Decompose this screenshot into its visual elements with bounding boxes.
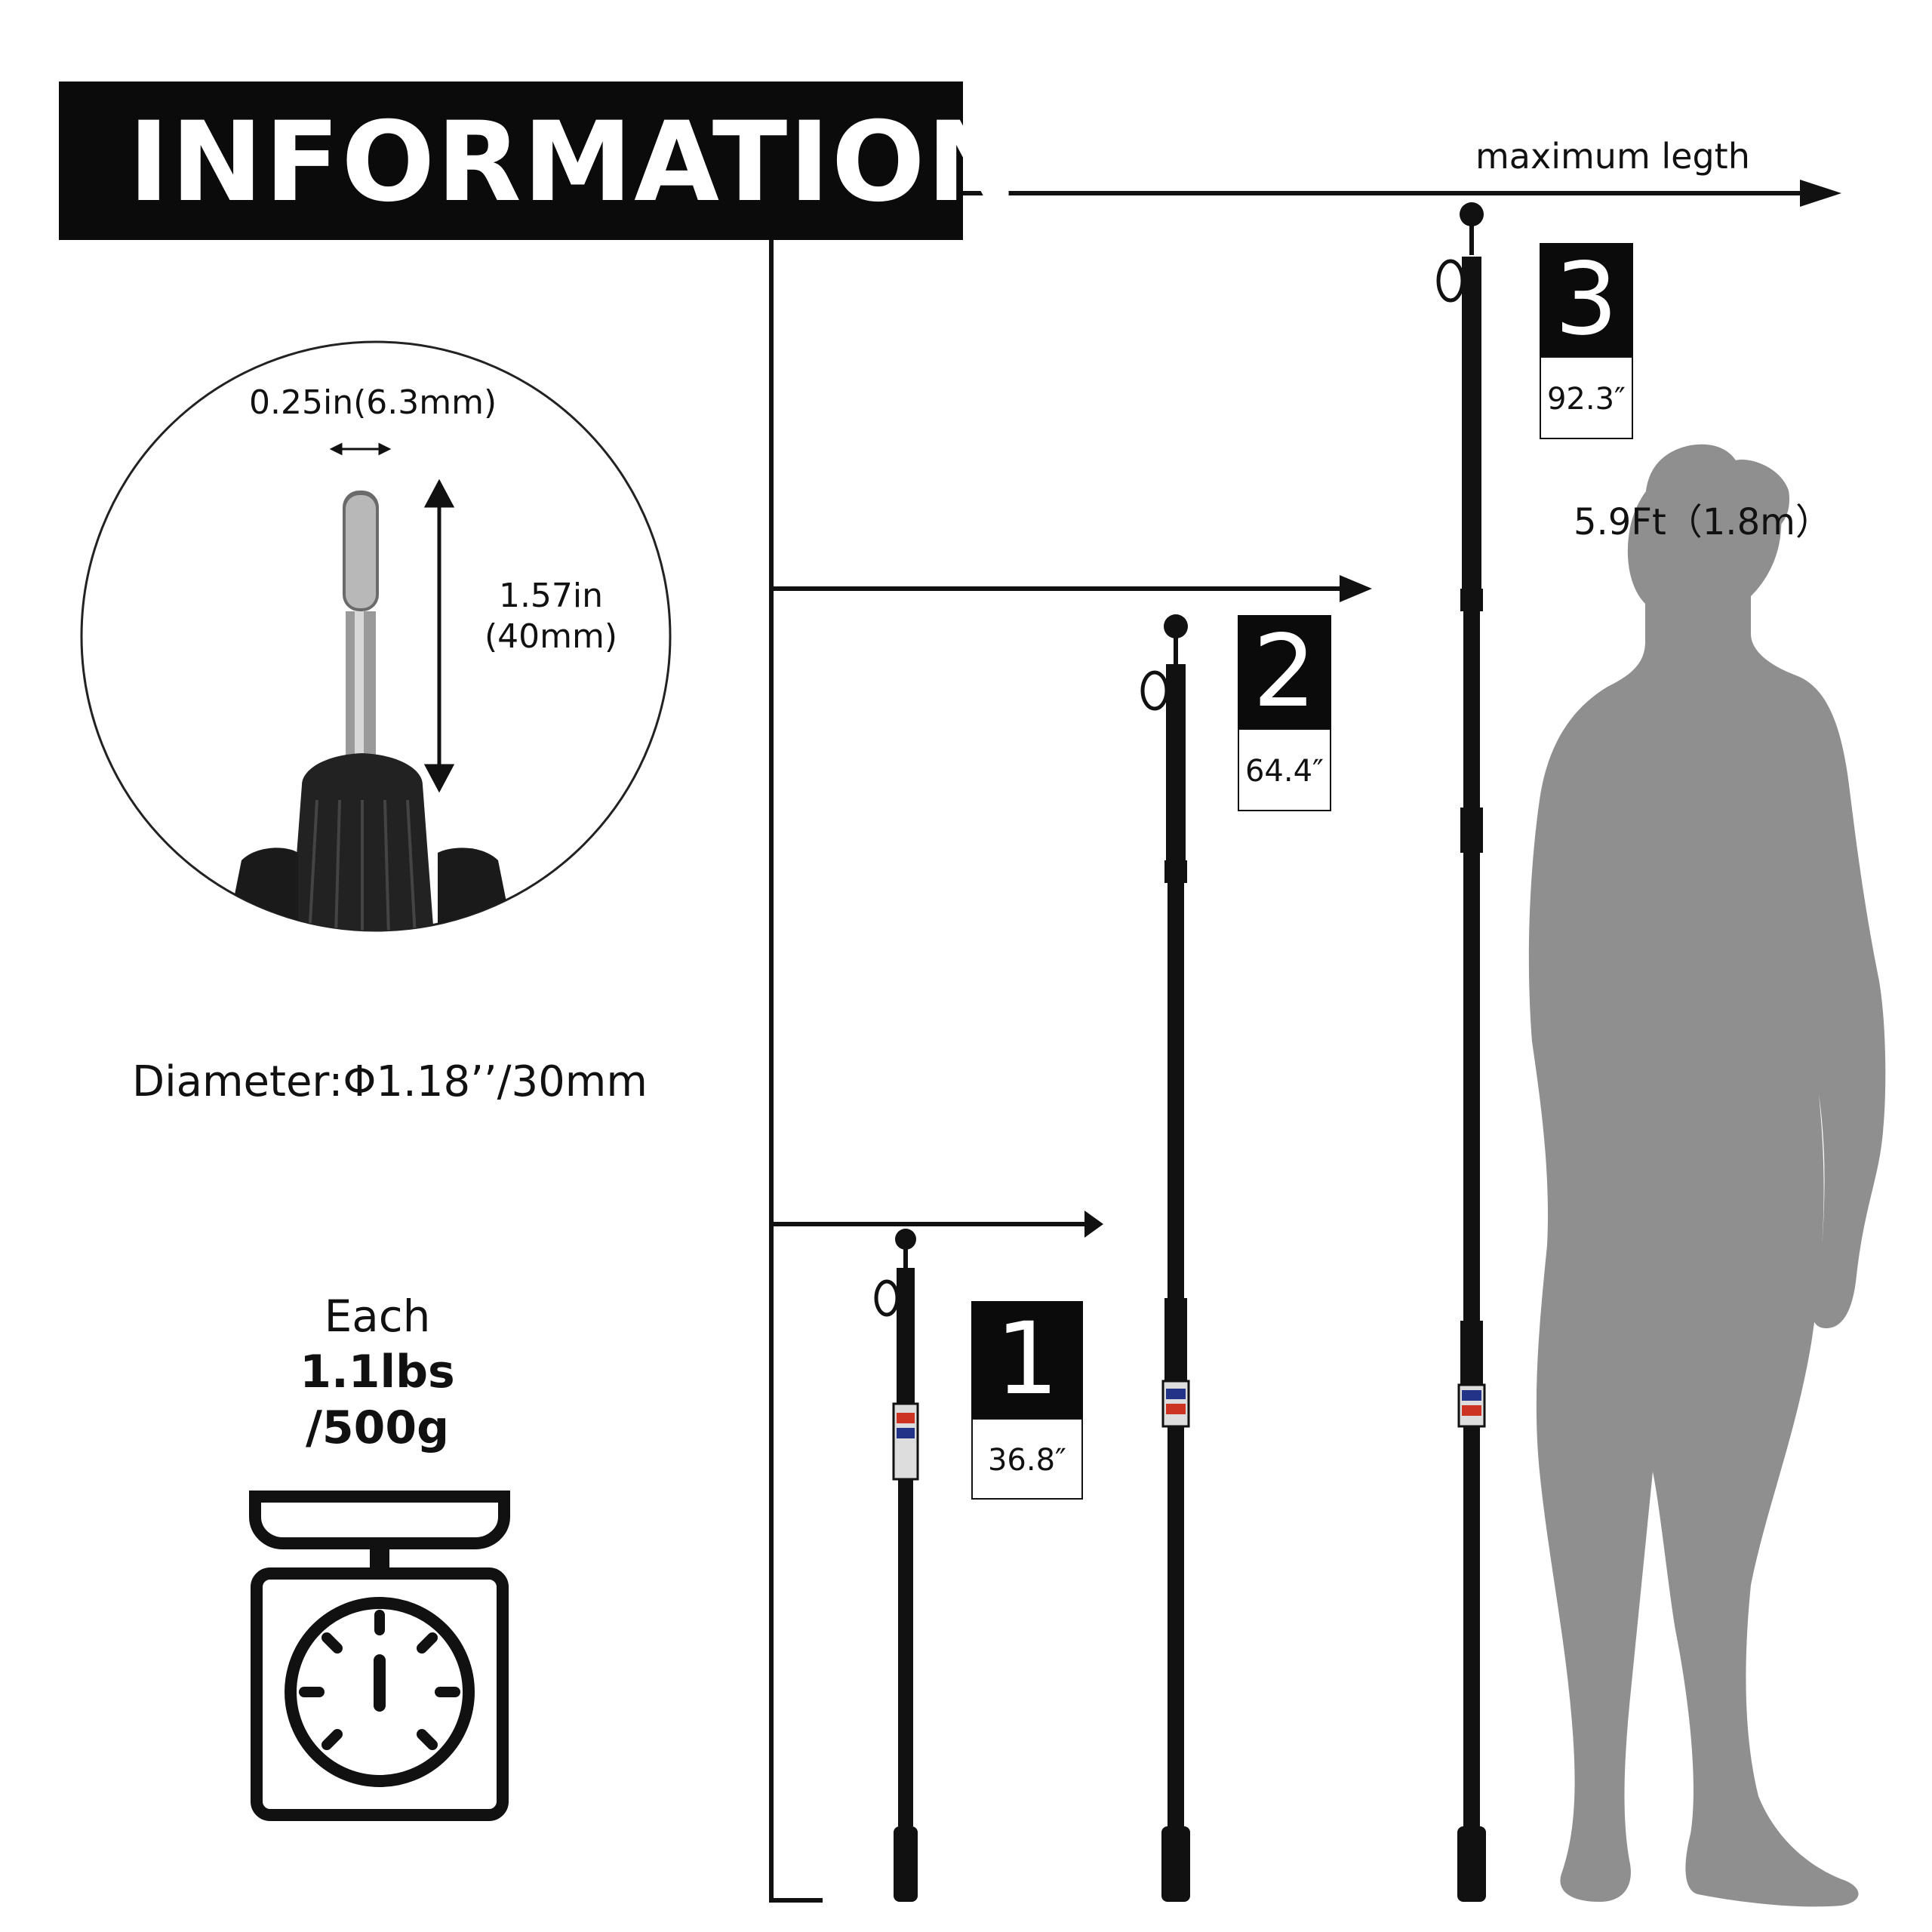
stage-2-arrow	[771, 575, 1372, 602]
stage-1-arrow	[771, 1211, 1103, 1238]
tip-width-label: 0.25in(6.3mm)	[249, 383, 497, 422]
pole-stage-1	[874, 1229, 919, 1902]
width-dimension-arrow	[329, 442, 392, 456]
tip-length-label-line2: (40mm)	[484, 617, 618, 656]
page-title: INFORMATION	[128, 98, 1020, 226]
stage-2-number: 2	[1238, 615, 1331, 728]
weight-each-label: Each	[324, 1291, 431, 1342]
stage-3-length: 92.3″	[1540, 356, 1633, 439]
diameter-label: Diameter:Φ1.18’’/30mm	[132, 1057, 648, 1106]
length-dimension-arrow	[423, 478, 455, 793]
pole-stage-2	[1140, 614, 1190, 1902]
stage-1-length: 36.8″	[971, 1418, 1083, 1500]
title-banner	[59, 82, 963, 240]
stage-2-length: 64.4″	[1238, 728, 1331, 811]
max-length-label: maximum legth	[1475, 136, 1750, 177]
max-length-arrow	[963, 180, 1841, 207]
pole-stage-3	[1436, 202, 1486, 1902]
tip-detail-circle	[80, 340, 672, 932]
tip-length-label-line1: 1.57in	[498, 577, 604, 615]
person-height-label: 5.9Ft（1.8m）	[1574, 501, 1832, 543]
weight-grams-label: /500g	[305, 1401, 450, 1454]
scale-icon	[249, 1491, 510, 1821]
person-silhouette	[1528, 444, 1886, 1907]
weight-lbs-label: 1.1lbs	[300, 1346, 455, 1398]
stage-3-number: 3	[1540, 243, 1633, 356]
stage-1-number: 1	[971, 1301, 1083, 1418]
